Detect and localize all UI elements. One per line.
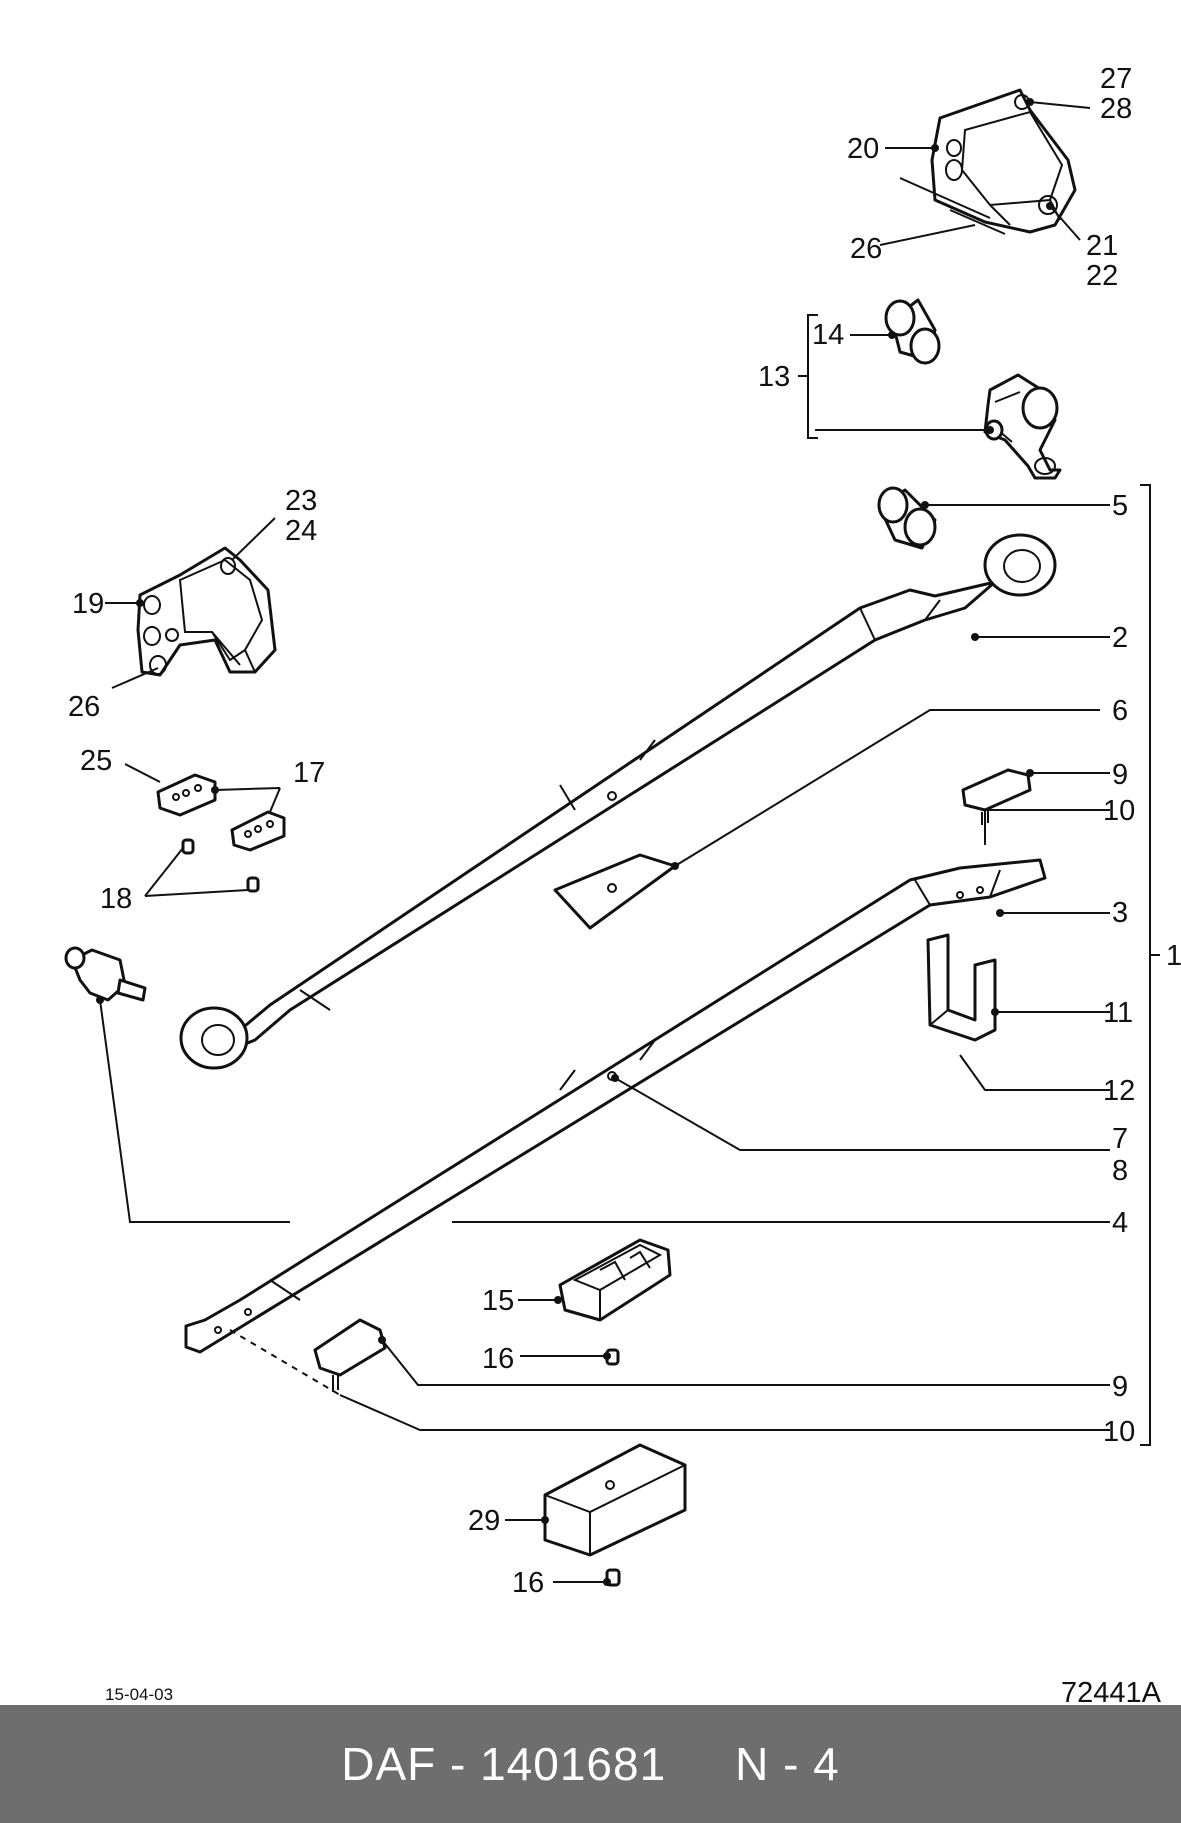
plate-6 <box>553 853 677 930</box>
clamp-block-17 <box>230 810 286 852</box>
callout-25: 25 <box>80 745 112 777</box>
callout-19: 19 <box>72 588 104 620</box>
callout-labels: 27 28 20 21 22 26 14 13 5 23 24 19 2 26 … <box>68 63 1181 1599</box>
u-clip-11 <box>926 933 997 1042</box>
callout-15: 15 <box>482 1285 514 1317</box>
callout-7: 7 <box>1112 1123 1128 1155</box>
exploded-parts-diagram: 27 28 20 21 22 26 14 13 5 23 24 19 2 26 … <box>64 63 1181 1705</box>
callout-26-upper: 26 <box>850 233 882 265</box>
callout-1: 1 <box>1166 940 1181 972</box>
callout-4: 4 <box>1112 1207 1128 1239</box>
callout-11: 11 <box>1103 997 1133 1029</box>
bracket-13 <box>798 314 818 439</box>
callout-16-upper: 16 <box>482 1343 514 1375</box>
callout-24: 24 <box>285 515 317 547</box>
spring-hanger-bracket-upper <box>899 88 1077 235</box>
cap-9-upper <box>961 768 1032 825</box>
footer-bar: DAF - 1401681 N - 4 <box>0 1705 1181 1823</box>
callout-27: 27 <box>1100 63 1132 95</box>
spacer-block-15 <box>558 1238 672 1322</box>
bush-5 <box>877 486 937 550</box>
shackle-assembly-13 <box>983 373 1062 480</box>
callout-23: 23 <box>285 485 317 517</box>
callout-14: 14 <box>812 319 844 351</box>
callout-2: 2 <box>1112 622 1128 654</box>
footer-part-reference: DAF - 1401681 N - 4 <box>341 1738 840 1790</box>
leaf-spring-main <box>179 533 1057 1070</box>
centre-bolt-4 <box>64 946 147 1002</box>
callout-9-upper: 9 <box>1112 759 1128 791</box>
bracket-1 <box>1140 484 1160 1446</box>
callout-3: 3 <box>1112 897 1128 929</box>
callout-13: 13 <box>758 361 790 393</box>
callout-17: 17 <box>293 757 325 789</box>
callout-29: 29 <box>468 1505 500 1537</box>
callout-16-lower: 16 <box>512 1567 544 1599</box>
callout-20: 20 <box>847 133 879 165</box>
leader-lines <box>99 101 1110 1583</box>
spring-bracket-lower <box>136 546 277 677</box>
callout-10-upper: 10 <box>1103 795 1135 827</box>
callout-22: 22 <box>1086 260 1118 292</box>
issue-date: 15-04-03 <box>105 1685 173 1704</box>
callout-21: 21 <box>1086 230 1118 262</box>
leader-dots <box>96 98 1054 1586</box>
callout-8: 8 <box>1112 1155 1128 1187</box>
callout-6: 6 <box>1112 695 1128 727</box>
clamp-block-25 <box>156 773 217 817</box>
bush-14 <box>884 298 941 365</box>
callout-10-lower: 10 <box>1103 1416 1135 1448</box>
nut-18 <box>181 838 260 893</box>
cap-9-lower <box>313 1318 387 1392</box>
spacer-block-29 <box>543 1443 687 1557</box>
callout-5: 5 <box>1112 490 1128 522</box>
callout-12: 12 <box>1103 1075 1135 1107</box>
callout-9-lower: 9 <box>1112 1371 1128 1403</box>
callout-28: 28 <box>1100 93 1132 125</box>
callout-18: 18 <box>100 883 132 915</box>
drawing-number: 72441A <box>1061 1677 1162 1705</box>
leaf-spring-second <box>184 858 1047 1354</box>
callout-26-lower: 26 <box>68 691 100 723</box>
